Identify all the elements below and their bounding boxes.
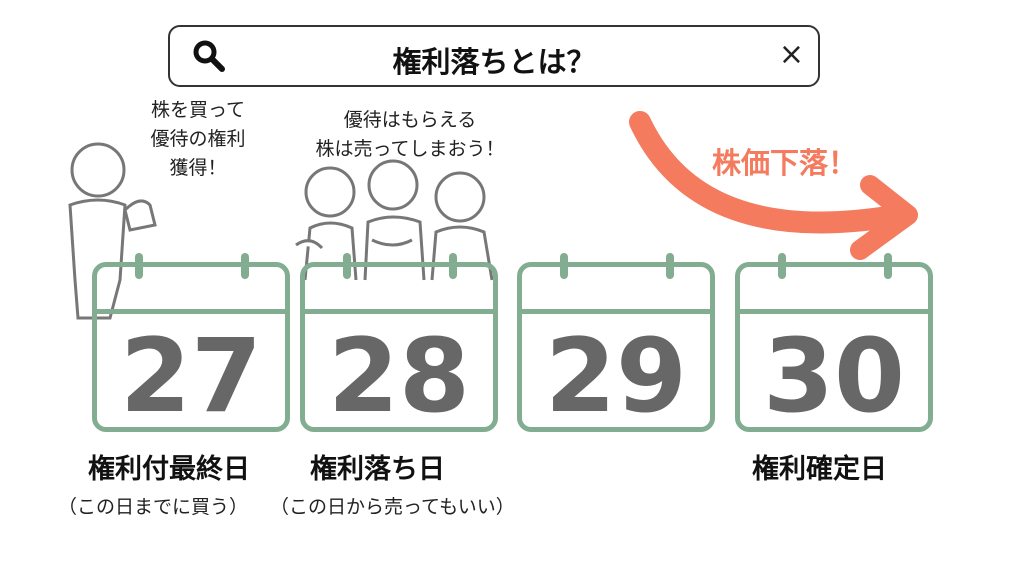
speech-line: 優待はもらえる — [343, 109, 477, 131]
search-icon — [193, 40, 225, 72]
close-icon[interactable]: × — [778, 37, 804, 72]
search-bar[interactable]: 権利落ちとは？ × — [168, 25, 820, 87]
arrow-curve — [629, 111, 911, 234]
calendar-day: 29 — [545, 317, 687, 436]
label-ex-date: 権利落ち日 — [310, 454, 445, 485]
calendar-30: 30 — [735, 253, 933, 436]
speech-line: 優待の権利 — [150, 128, 246, 150]
calendar-29: 29 — [517, 253, 715, 436]
calendar-day: 30 — [763, 317, 905, 436]
calendar-day: 27 — [120, 317, 262, 436]
speech-line: 獲得！ — [169, 157, 227, 179]
note-last-day: （この日までに買う） — [58, 496, 249, 518]
speech-buyer: 株を買って 優待の権利 獲得！ — [128, 96, 268, 183]
calendar-27: 27 — [92, 253, 290, 436]
speech-line: 株は売ってしまおう！ — [315, 138, 505, 160]
calendar-day: 28 — [328, 317, 470, 436]
calendar-28: 28 — [300, 253, 498, 436]
search-query: 権利落ちとは？ — [392, 45, 596, 79]
label-last-day: 権利付最終日 — [88, 454, 250, 485]
speech-line: 株を買って — [150, 99, 246, 121]
note-ex-date: （この日から売ってもいい） — [270, 496, 515, 518]
arrow-head-icon — [850, 175, 918, 260]
speech-group: 優待はもらえる 株は売ってしまおう！ — [280, 106, 540, 164]
label-record-date: 権利確定日 — [752, 454, 887, 485]
price-drop-label: 株価下落！ — [712, 146, 858, 180]
